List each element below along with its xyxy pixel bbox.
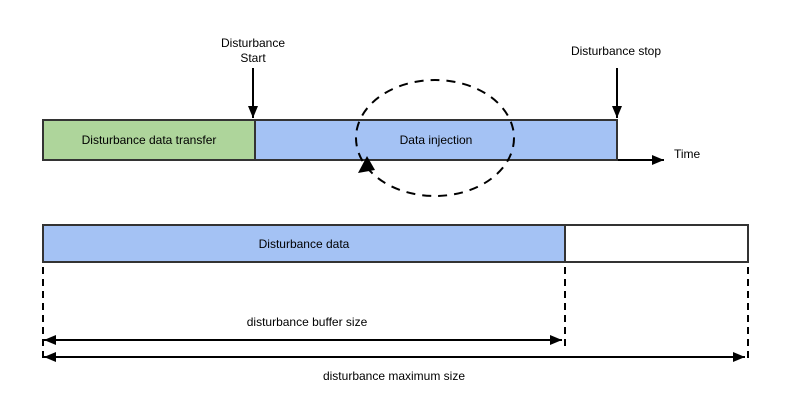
disturbance-start-label-line1: Disturbance xyxy=(221,36,285,50)
time-axis-label: Time xyxy=(674,147,701,161)
repeat-loop-ellipse-icon xyxy=(355,79,515,197)
transfer-segment xyxy=(42,119,256,161)
repeat-loop-arrowhead-icon xyxy=(358,156,375,173)
disturbance-data-bar xyxy=(42,224,566,263)
buffer-size-label: disturbance buffer size xyxy=(247,315,368,329)
disturbance-data-label: Disturbance data xyxy=(259,237,350,251)
transfer-segment-label: Disturbance data transfer xyxy=(82,133,217,147)
disturbance-start-label-line2: Start xyxy=(240,51,266,65)
injection-segment-label: Data injection xyxy=(400,133,473,147)
max-size-label: disturbance maximum size xyxy=(323,369,465,383)
injection-segment xyxy=(254,119,618,161)
disturbance-stop-label: Disturbance stop xyxy=(571,44,661,58)
free-buffer-segment xyxy=(564,224,749,263)
